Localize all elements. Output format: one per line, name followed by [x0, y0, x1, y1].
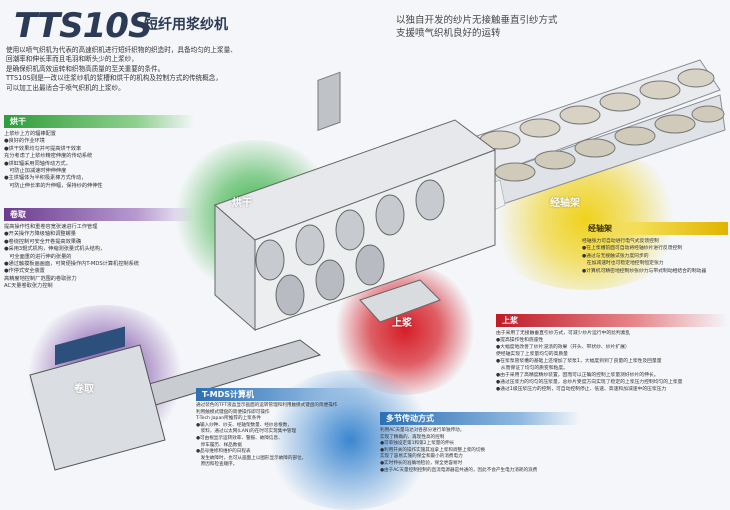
machine-illustration	[29, 59, 726, 471]
sizing-label: 上浆	[392, 318, 412, 329]
right-heading: 以独自开发的纱片无接触垂直引纱方式 支援喷气织机良好的运转	[396, 14, 558, 40]
winding-label: 卷取	[74, 384, 94, 395]
tmds-line: 浆料，通过以太网(LAN)的在时可实现集中管理	[196, 429, 297, 435]
right-heading-line: 以独自开发的纱片无接触垂直引纱方式	[396, 15, 558, 26]
winding-body: 提高操作性和重卷容宽张速进行工作管理 ●开关操作方降级轴和调整螺量 ●卷绕控制可…	[4, 224, 194, 291]
winding-line: 高精度地控制厂范围的卷取张力	[4, 275, 77, 282]
tmds-line: T-Tech Japan所推荐的上浆条件	[196, 416, 261, 422]
tmds-line: 发生故障时，也可从画面上以图形显示故障的部位，	[196, 455, 307, 461]
dryer-line: ●烘缸辐采用同轴传动方式，	[4, 160, 71, 167]
drying-cylinders	[255, 179, 445, 316]
tmds-header: T-MDS计算机	[196, 388, 376, 401]
creel-body: 经轴张力可自动进行电气式反馈控制 ●在上浆槽前面可自动将经轴纱片进行反馈控制 ●…	[582, 238, 728, 275]
winding-line: 提高操作性和重卷容宽张速进行工作管理	[4, 224, 98, 230]
tmds-line: 停车履历、样品数据	[196, 442, 242, 448]
page-title: TTS10S	[14, 6, 152, 46]
sizing-header: 上浆	[496, 314, 728, 327]
winding-line: AC天量卷取张力控制	[4, 283, 53, 290]
dryer-line: ●烘干效果均匀并可提高烘干效率	[4, 145, 82, 152]
sizing-line: 从而保证了均匀的质变和粘度。	[496, 366, 568, 371]
creel-line: ●计算机可精密地控制纱张纱力与带式制动相结合的制动器	[582, 268, 707, 274]
creel-line: ●在上浆槽前面可自动将经轴纱片进行反馈控制	[582, 246, 683, 252]
multi-drive-line: ●可单独设定第1和第2上浆量的伸长	[380, 441, 455, 447]
creel-line: 经轴张力可自动进行电气式反馈控制	[582, 239, 659, 244]
multi-drive-line: 实现了精确的、再现性高的控制	[380, 434, 445, 440]
tmds-line: ●输入纱种、纱支、经轴架数量、经纱总根数，	[196, 422, 292, 428]
multi-drive-line: ●实时伸长的准确地检验，保全更容易时	[380, 460, 463, 466]
dryer-line: 上浆纱上方的辐棒配置	[4, 131, 56, 137]
intro-line: 回潮率和伸长率而且毛羽和断头少的上浆纱，	[6, 55, 138, 64]
tmds-line: 原因和检查顺序。	[196, 462, 238, 468]
tmds-line: ●品号维修和维护的日程表	[196, 449, 251, 455]
dryer-label: 烘干	[232, 198, 252, 209]
winding-head	[29, 344, 166, 471]
intro-paragraph: 使用以喷气织机为代表的高速织机进行短纤织物的织造时，具备均匀的上浆量、 回潮率和…	[6, 46, 306, 93]
dryer-header: 烘干	[4, 115, 194, 128]
right-heading-line: 支援喷气织机良好的运转	[396, 28, 501, 39]
creel-header: 经轴架	[582, 222, 728, 235]
sizing-line: 便经轴实现了上浆量均匀的高质量	[496, 352, 568, 357]
creel-label: 经轴架	[550, 198, 580, 209]
dryer-line: 充分考虑了上浆纱精密伸度的传动系统	[4, 153, 93, 160]
tmds-line: ●可由根显示运转效率、警报、故障信息、	[196, 435, 283, 441]
winding-line: ●卷绕控制可安全开卷提高效果确	[4, 238, 82, 245]
multi-drive-line: 实现了容易实施的保全和最小的消费电力	[380, 454, 463, 460]
multi-drive-body: 利用AC天量马达对各部分进行单独传动， 实现了精确的、再现性高的控制 ●可单独设…	[380, 428, 580, 474]
dryer-line: ●良好的作业环境	[4, 138, 45, 145]
intro-line: 是确保织机高效运转和织物高质量的至关重要的条件。	[6, 64, 165, 73]
multi-drive-line: ●由于AC天量控制控制的直流电源器是共通的，因此不会产生电力消耗的浪费	[380, 467, 538, 473]
winding-line: ●采用3辊式机构，伸缩测张量式机头结构，	[4, 246, 106, 253]
size-box	[359, 279, 441, 323]
sizing-body: 由于采用了无接触垂直引纱方式，可减少纱片运行中的捻判素乱 ●提高操作性和底座性 …	[496, 330, 728, 393]
winding-section: 卷取 提高操作性和重卷容宽张速进行工作管理 ●开关操作方降级轴和调整螺量 ●卷绕…	[4, 208, 194, 291]
dryer-section: 烘干 上浆纱上方的辐棒配置 ●良好的作业环境 ●烘干效果均匀并可提高烘干效率 充…	[4, 115, 194, 190]
sizing-line: ●在浆泵管浆槽的基础上还增加了浆泵1，大幅度到到了良量的上浆性及回量量	[496, 359, 662, 364]
multi-drive-header: 多节传动方式	[380, 412, 580, 425]
creel-line: ●通过与无接触试张力度同步的	[582, 253, 649, 259]
multi-drive-line: 利用AC天量马达对各部分进行单独传动，	[380, 428, 465, 433]
winding-line: ●作停式安全装置	[4, 268, 45, 275]
sizing-line: ●通过压浆力的均匀的压浆量，总纱片受度方向实现了稳定的上浆压力控制均匀的上浆量	[496, 380, 683, 385]
multi-drive-line: ●利用开关的操作实施其准拿上浆和调整上浆的切换	[380, 447, 486, 453]
intro-line: TTS10S则是一改以往浆纱机的浆槽和烘干的机构及控制方式的传统概念，	[6, 74, 222, 83]
multi-drive-section: 多节传动方式 利用AC天量马达对各部分进行单独传动， 实现了精确的、再现性高的控…	[380, 412, 580, 474]
dryer-line: 可防止加减速时伸伸伸度	[4, 168, 67, 175]
sizing-line: ●大幅度地改善了纱片浸渍的效果（开头、带状纱、纱片扩展）	[496, 345, 630, 350]
winding-line: ●开关操作方降级轴和调整螺量	[4, 231, 76, 238]
tmds-body: 通过装色的TFT液晶显示画面的运转管理和利用触摸式键盘的简便操作 利用触摸式键盘…	[196, 403, 376, 469]
dryer-body: 上浆纱上方的辐棒配置 ●良好的作业环境 ●烘干效果均匀并可提高烘干效率 充分考虑…	[4, 131, 194, 190]
winding-line: ●通过触摸板画画面，可简便操作内T-MDS计算机控制系统	[4, 261, 139, 268]
sizing-line: ●通过1级压浆压力的控制，可自动控制停止、低速、高速和加减速中的压浆压力	[496, 387, 667, 392]
page-subtitle: 短纤用浆纱机	[144, 17, 228, 33]
dryer-frame	[214, 71, 497, 332]
dryer-line: 可防止伸长率的升伸幅，保持纱的伸伸性	[4, 182, 103, 189]
intro-line: 可以加工出最适合于喷气织机的上浆纱。	[6, 83, 125, 92]
sizing-line: ●由于采用了高精度精纱装置，因而可以正确的控制上浆量测好纱片的伸长。	[496, 373, 659, 378]
intro-line: 使用以喷气织机为代表的高速织机进行短纤织物的织造时，具备均匀的上浆量、	[6, 46, 237, 54]
winding-header: 卷取	[4, 208, 194, 221]
sizing-line: ●提高操作性和底座性	[496, 338, 544, 343]
sizing-section: 上浆 由于采用了无接触垂直引纱方式，可减少纱片运行中的捻判素乱 ●提高操作性和底…	[496, 314, 728, 393]
tmds-line: 通过装色的TFT液晶显示画面的运转管理和利用触摸式键盘的简便操作	[196, 403, 338, 408]
dryer-line: ●主烘辐体为半积极素棒方式传动，	[4, 175, 87, 182]
winding-line: 可全面重的进行伸的张量的	[4, 253, 72, 260]
creel-line: 在加减速时也可稳定地控制恒定张力	[582, 261, 664, 267]
creel-section: 经轴架 经轴张力可自动进行电气式反馈控制 ●在上浆槽前面可自动将经轴纱片进行反馈…	[582, 222, 728, 275]
tmds-section: T-MDS计算机 通过装色的TFT液晶显示画面的运转管理和利用触摸式键盘的简便操…	[196, 388, 376, 469]
tmds-line: 利用触摸式键盘的简便操作即可操作	[196, 409, 270, 415]
sizing-line: 由于采用了无接触垂直引纱方式，可减少纱片运行中的捻判素乱	[496, 331, 631, 336]
headstock-panel	[55, 326, 125, 366]
